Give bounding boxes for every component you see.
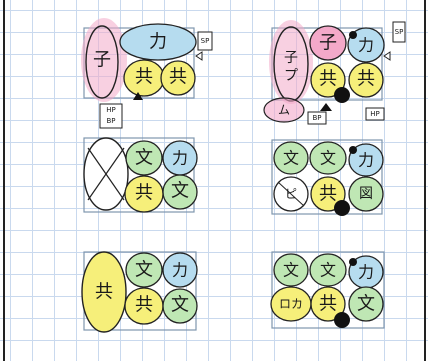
glyph-zu: 図	[359, 186, 373, 202]
panel-bottom-left: 共 文 力 共 文	[82, 252, 197, 332]
glyph-bun-3: 文	[357, 294, 375, 315]
glyph-chikara: 力	[149, 32, 167, 53]
dot	[349, 146, 357, 154]
glyph-bun-2: 文	[171, 295, 189, 316]
sp-label: SP	[395, 28, 404, 36]
glyph-kyou-2: 共	[357, 69, 375, 90]
glyph-kyou-1: 共	[95, 282, 113, 303]
glyph-pu: プ	[284, 68, 298, 84]
sp-label: SP	[201, 37, 210, 45]
glyph-kyou: 共	[319, 184, 337, 205]
black-disc	[334, 312, 350, 328]
dot	[349, 31, 357, 39]
glyph-mochi: ロカ	[279, 297, 303, 311]
pointer-arrow	[320, 103, 332, 111]
glyph-mu: ム	[278, 103, 290, 117]
glyph-ko-2: 子	[319, 33, 337, 54]
panel-top-left: 子 力 共 共 SP HP BP	[81, 18, 212, 128]
glyph-chikara: 力	[358, 36, 374, 55]
black-disc	[334, 200, 350, 216]
glyph-chikara: 力	[172, 261, 188, 280]
glyph-bun-1: 文	[283, 261, 299, 280]
glyph-kyou: 共	[319, 294, 337, 315]
glyph-bun-1: 文	[283, 149, 299, 168]
dot	[349, 258, 357, 266]
glyph-ko: 子	[284, 50, 298, 66]
panel-top-right: 子 プ 子 力 共 共 ム BP HP SP	[264, 20, 405, 124]
glyph-chikara: 力	[358, 151, 374, 170]
panel-middle-left: 文 力 共 文	[84, 138, 197, 212]
glyph-shi: ピ	[285, 187, 297, 201]
glyph-ko: 子	[93, 50, 111, 71]
glyph-kyou: 共	[135, 183, 153, 204]
sp-arrow	[196, 52, 202, 60]
glyph-bun-2: 文	[320, 261, 336, 280]
glyph-bun-2: 文	[320, 149, 336, 168]
glyph-chikara: 力	[358, 263, 374, 282]
glyph-bun-1: 文	[135, 260, 153, 281]
hp-label: HP	[106, 106, 116, 114]
panel-bottom-right: 文 文 力 ロカ 共 文	[271, 252, 384, 328]
glyph-kyou-1: 共	[319, 69, 337, 90]
hp-label: HP	[370, 110, 380, 118]
glyph-kyou-2: 共	[135, 295, 153, 316]
glyph-kyou-2: 共	[169, 67, 187, 88]
black-disc	[334, 87, 350, 103]
bp-label: BP	[106, 117, 115, 125]
panel-middle-right: 文 文 力 ピ 共 図	[272, 140, 383, 216]
glyph-bun-1: 文	[135, 148, 153, 169]
glyph-bun-2: 文	[171, 181, 189, 202]
bp-label: BP	[312, 114, 321, 122]
sp-arrow	[384, 52, 390, 60]
glyph-chikara: 力	[172, 149, 188, 168]
glyph-kyou-1: 共	[135, 67, 153, 88]
